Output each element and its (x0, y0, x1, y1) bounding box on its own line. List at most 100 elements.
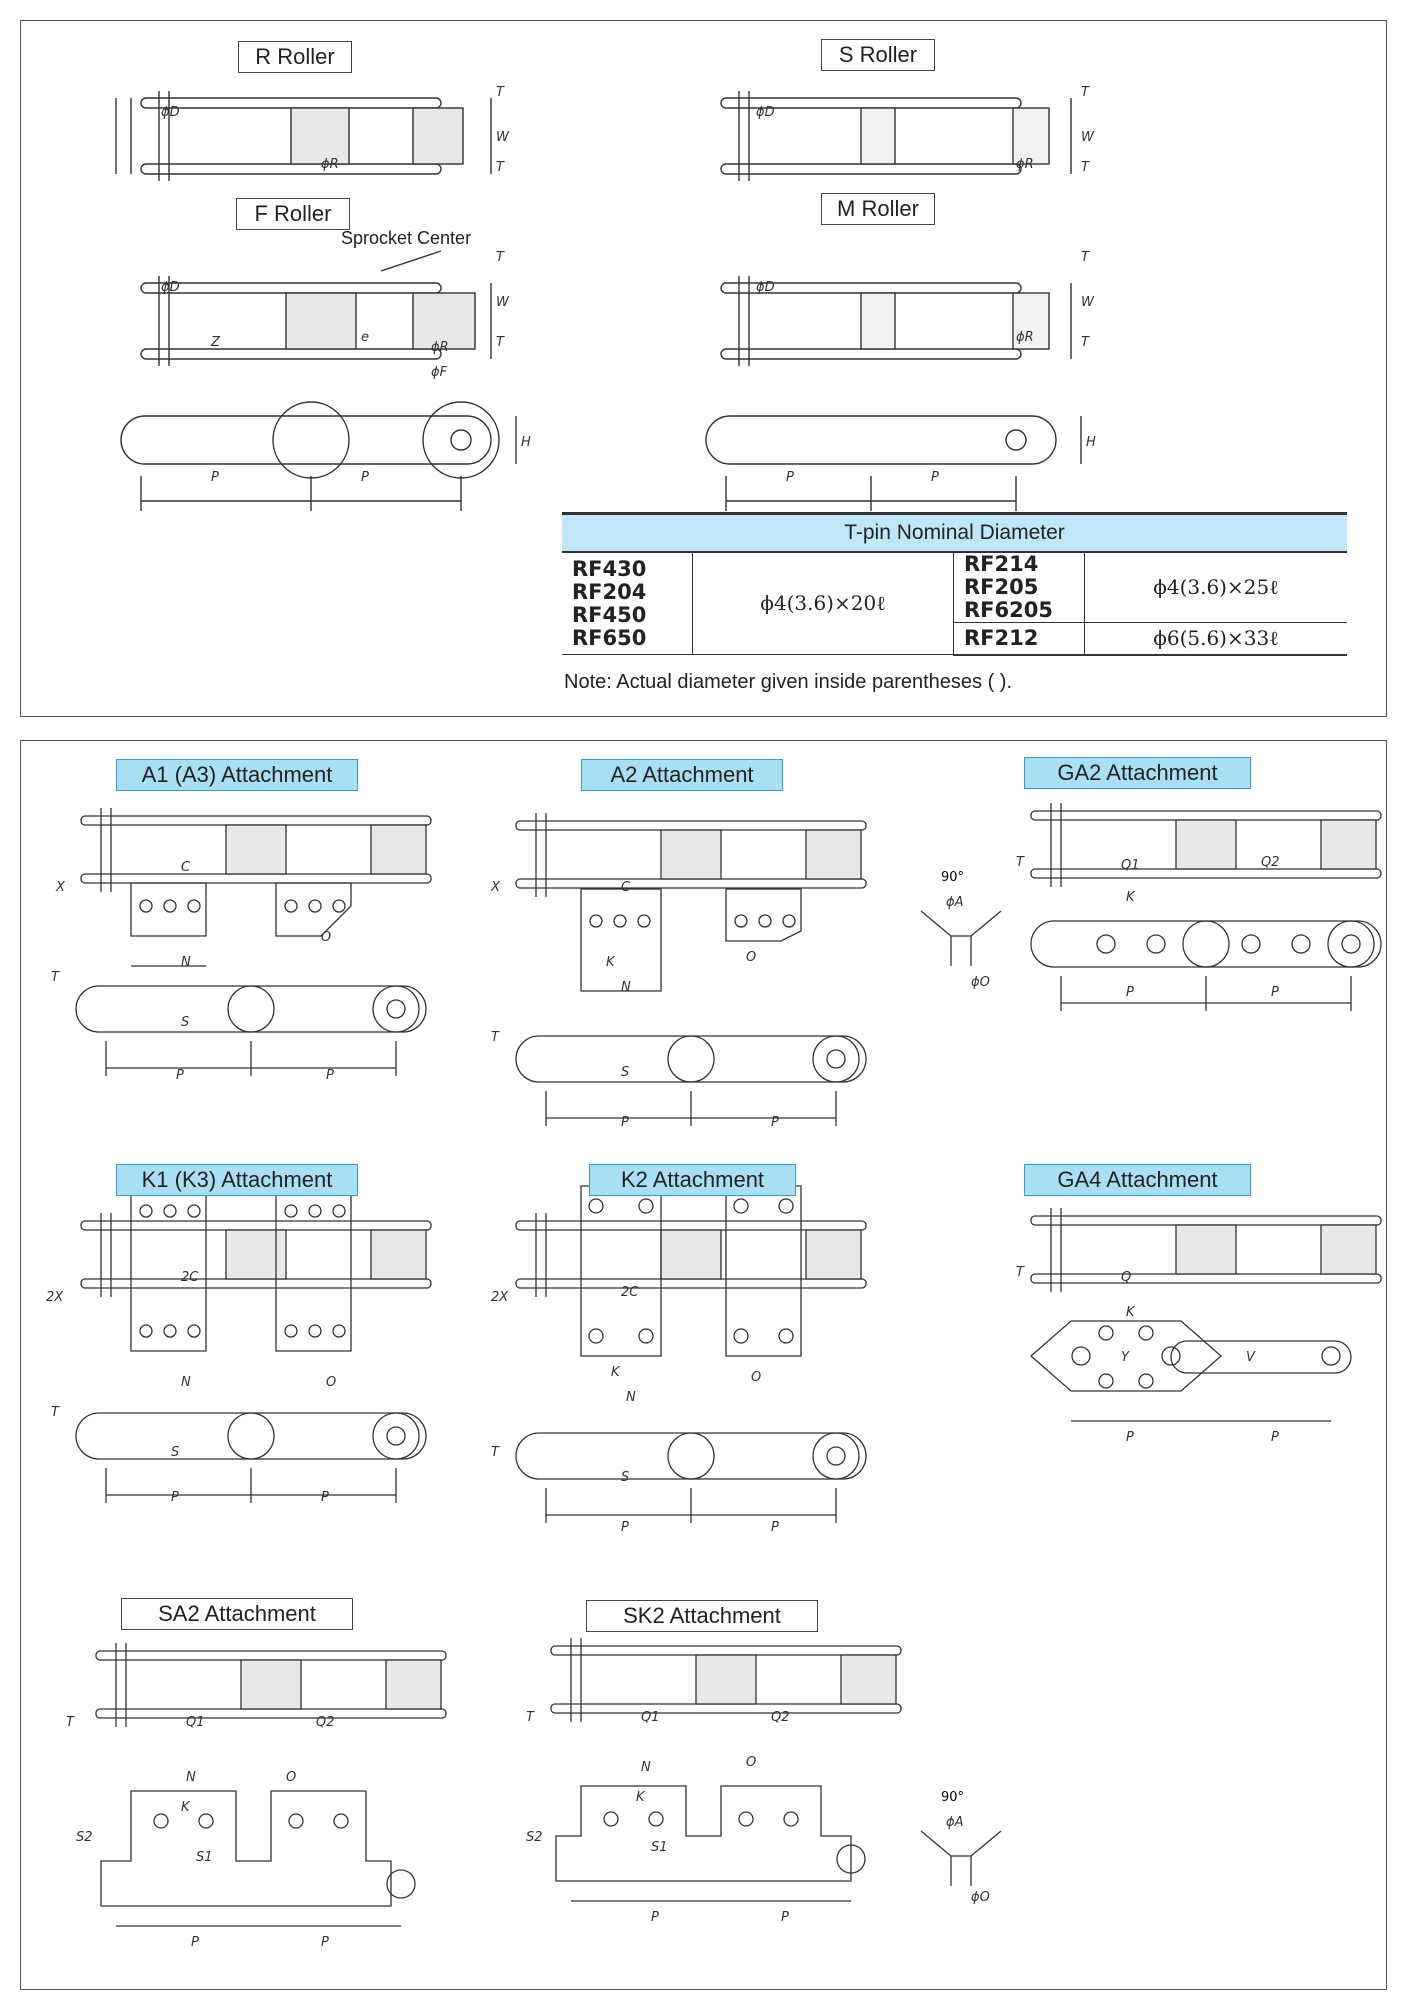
svg-text:N: N (186, 1770, 196, 1785)
m-roller-drawing (720, 276, 1072, 366)
svg-text:P: P (786, 470, 794, 485)
m-roller-title: M Roller (821, 193, 935, 225)
sa2-attachment-drawing (95, 1642, 447, 1927)
svg-text:C: C (181, 860, 191, 875)
code-rf430: RF430 (572, 556, 647, 581)
svg-text:ϕD: ϕD (756, 280, 775, 295)
svg-text:K: K (611, 1365, 621, 1380)
svg-text:S1: S1 (651, 1840, 668, 1855)
svg-text:P: P (211, 470, 219, 485)
svg-text:T: T (491, 1445, 500, 1460)
code-rf650: RF650 (572, 625, 647, 650)
plate-view-left (120, 401, 517, 511)
sk2-attachment-title: SK2 Attachment (586, 1600, 818, 1632)
f-roller-drawing (140, 250, 492, 366)
svg-text:X: X (55, 880, 66, 895)
svg-text:H: H (521, 435, 531, 450)
svg-text:S: S (171, 1445, 179, 1460)
svg-text:ϕR: ϕR (1016, 330, 1034, 345)
svg-text:T: T (1081, 335, 1090, 350)
svg-text:P: P (1126, 1430, 1134, 1445)
svg-text:S: S (181, 1015, 189, 1030)
t-pin-table-header: T-pin Nominal Diameter (562, 512, 1347, 553)
svg-text:Q: Q (1121, 1270, 1131, 1285)
svg-text:P: P (361, 470, 369, 485)
a1-attachment-drawing (75, 807, 432, 1077)
svg-text:P: P (176, 1068, 184, 1083)
sk2-attachment-drawing (550, 1637, 902, 1902)
k1-attachment-drawing (75, 1190, 432, 1504)
svg-text:W: W (496, 130, 510, 145)
svg-text:Q2: Q2 (1261, 855, 1280, 870)
code-rf212: RF212 (964, 625, 1039, 650)
sprocket-center-label: Sprocket Center (341, 228, 472, 248)
k2-attachment-title: K2 Attachment (589, 1164, 796, 1196)
svg-text:W: W (496, 295, 510, 310)
ga2-attachment-drawing (1030, 802, 1382, 1012)
svg-text:Z: Z (210, 335, 221, 350)
countersink-detail-1 (920, 910, 1002, 966)
svg-text:Q2: Q2 (771, 1710, 790, 1725)
svg-text:Q1: Q1 (1121, 858, 1140, 873)
sa2-attachment-title: SA2 Attachment (121, 1598, 353, 1630)
svg-text:ϕO: ϕO (971, 1890, 990, 1905)
svg-text:X: X (490, 880, 501, 895)
svg-text:P: P (321, 1490, 329, 1505)
plate-view-right (705, 415, 1082, 511)
svg-text:N: N (641, 1760, 651, 1775)
svg-text:K: K (1126, 1305, 1136, 1320)
svg-text:ϕD: ϕD (756, 105, 775, 120)
ga4-attachment-drawing (1030, 1207, 1382, 1422)
svg-text:T: T (1081, 85, 1090, 100)
r-roller-title: R Roller (238, 41, 352, 73)
svg-text:V: V (1246, 1350, 1256, 1365)
right-value-2: ϕ6(5.6)×33ℓ (1084, 622, 1347, 656)
svg-text:P: P (191, 1935, 199, 1950)
svg-text:P: P (621, 1520, 629, 1535)
svg-text:P: P (326, 1068, 334, 1083)
code-rf6205: RF6205 (964, 598, 1053, 622)
svg-text:T: T (1016, 1265, 1025, 1280)
svg-text:T: T (51, 970, 60, 985)
code-rf450: RF450 (572, 602, 647, 627)
svg-text:ϕR: ϕR (1016, 157, 1034, 172)
svg-text:2C: 2C (181, 1270, 199, 1285)
k2-attachment-drawing (515, 1185, 867, 1524)
s-roller-drawing (720, 91, 1072, 181)
svg-text:C: C (621, 880, 631, 895)
svg-text:H: H (1086, 435, 1096, 450)
svg-text:P: P (1271, 1430, 1279, 1445)
svg-text:P: P (321, 1935, 329, 1950)
svg-text:T: T (526, 1710, 535, 1725)
countersink-detail-2 (920, 1830, 1002, 1886)
svg-text:P: P (1126, 985, 1134, 1000)
svg-text:O: O (321, 930, 331, 945)
left-codes-cell: RF430 RF204 RF450 RF650 (562, 552, 693, 655)
svg-text:Q1: Q1 (186, 1715, 205, 1730)
svg-text:N: N (626, 1390, 636, 1405)
svg-text:ϕD: ϕD (161, 105, 180, 120)
svg-text:W: W (1081, 130, 1095, 145)
angle-labels: 90° 90° (941, 870, 964, 1805)
svg-text:ϕA: ϕA (946, 1815, 963, 1830)
svg-text:O: O (326, 1375, 336, 1390)
svg-text:ϕA: ϕA (946, 895, 963, 910)
svg-text:P: P (931, 470, 939, 485)
r-roller-drawing (115, 91, 492, 181)
svg-text:N: N (621, 980, 631, 995)
svg-text:T: T (496, 85, 505, 100)
a1-attachment-title: A1 (A3) Attachment (116, 759, 358, 791)
a2-attachment-title: A2 Attachment (581, 759, 783, 791)
svg-text:e: e (361, 330, 369, 345)
svg-text:P: P (171, 1490, 179, 1505)
code-rf205: RF205 (964, 575, 1039, 599)
svg-text:O: O (286, 1770, 296, 1785)
svg-text:O: O (746, 1755, 756, 1770)
svg-text:S2: S2 (76, 1830, 93, 1845)
svg-text:S: S (621, 1470, 629, 1485)
angle-label-1: 90° (941, 870, 964, 885)
svg-text:O: O (751, 1370, 761, 1385)
svg-text:T: T (496, 160, 505, 175)
svg-text:P: P (621, 1115, 629, 1130)
